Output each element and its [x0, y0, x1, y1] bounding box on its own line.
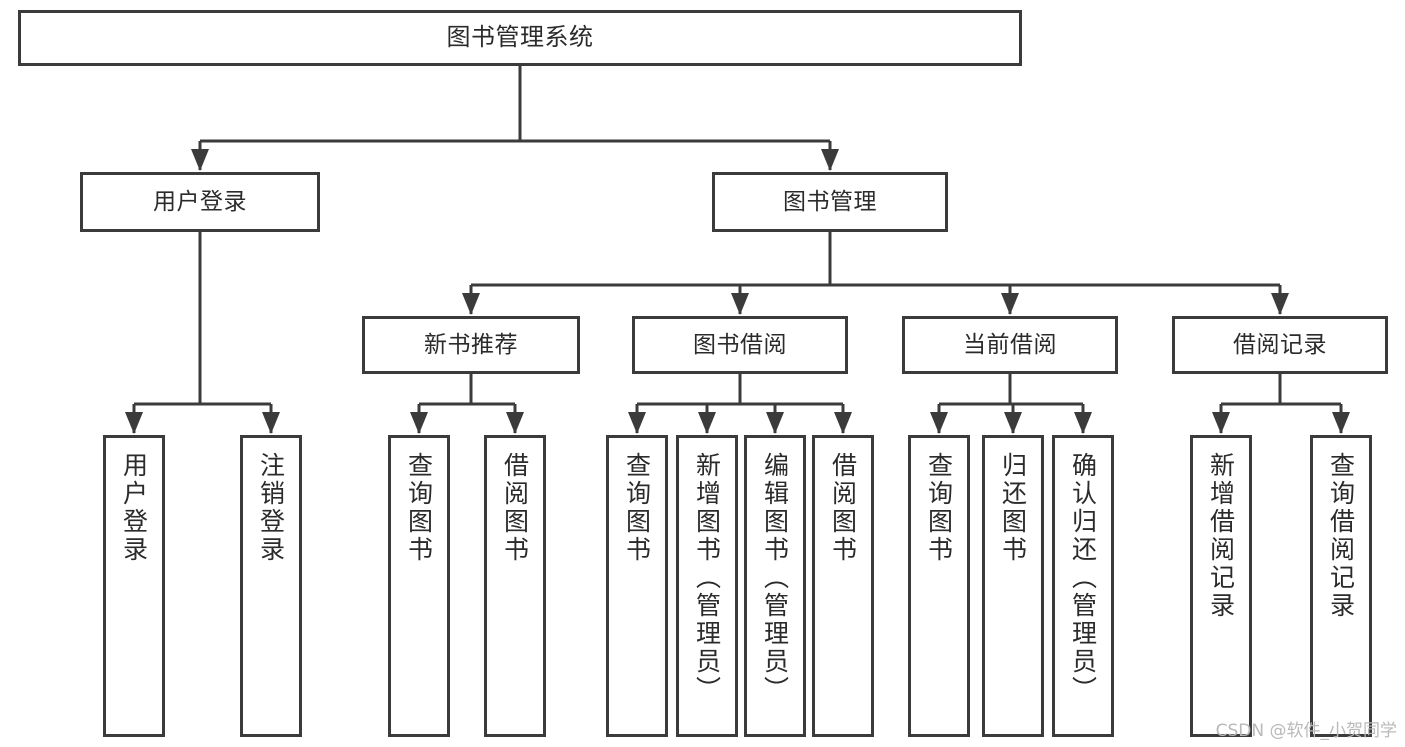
leaf-return-book[interactable]: 归还图书: [982, 435, 1044, 737]
leaf-borrow-book-1[interactable]: 借阅图书: [484, 435, 546, 737]
leaf-add-borrow-record-label: 新增借阅记录: [1206, 452, 1236, 620]
leaf-query-book-2[interactable]: 查询图书: [606, 435, 668, 737]
leaf-add-borrow-record[interactable]: 新增借阅记录: [1190, 435, 1252, 737]
leaf-query-book-1[interactable]: 查询图书: [388, 435, 450, 737]
leaf-borrow-book-2[interactable]: 借阅图书: [812, 435, 874, 737]
node-book-borrow[interactable]: 图书借阅: [632, 316, 848, 374]
leaf-logout[interactable]: 注销登录: [240, 435, 302, 737]
leaf-query-book-2-label: 查询图书: [622, 452, 652, 564]
leaf-query-borrow-record-label: 查询借阅记录: [1326, 452, 1356, 620]
leaf-add-book-admin[interactable]: 新增图书（管理员）: [676, 435, 738, 737]
node-book-management-label: 图书管理: [783, 188, 877, 215]
node-user-login[interactable]: 用户登录: [80, 172, 320, 232]
node-borrow-record[interactable]: 借阅记录: [1172, 316, 1388, 374]
leaf-edit-book-admin-label: 编辑图书（管理员）: [760, 452, 790, 704]
node-book-management[interactable]: 图书管理: [712, 172, 948, 232]
node-new-book-recommend[interactable]: 新书推荐: [362, 316, 580, 374]
leaf-user-login-label: 用户登录: [119, 452, 149, 564]
leaf-edit-book-admin[interactable]: 编辑图书（管理员）: [744, 435, 806, 737]
leaf-add-book-admin-label: 新增图书（管理员）: [692, 452, 722, 704]
leaf-query-book-1-label: 查询图书: [404, 452, 434, 564]
node-current-borrow-label: 当前借阅: [963, 331, 1057, 358]
leaf-user-login[interactable]: 用户登录: [103, 435, 165, 737]
leaf-borrow-book-2-label: 借阅图书: [828, 452, 858, 564]
watermark: CSDN @软件_小贺同学: [1215, 721, 1397, 741]
node-user-login-label: 用户登录: [153, 188, 247, 215]
node-root-label: 图书管理系统: [446, 23, 594, 52]
leaf-query-borrow-record[interactable]: 查询借阅记录: [1310, 435, 1372, 737]
leaf-confirm-return-admin[interactable]: 确认归还（管理员）: [1052, 435, 1114, 737]
node-borrow-record-label: 借阅记录: [1233, 331, 1327, 358]
node-root[interactable]: 图书管理系统: [18, 10, 1022, 66]
node-new-book-recommend-label: 新书推荐: [424, 331, 518, 358]
leaf-confirm-return-admin-label: 确认归还（管理员）: [1068, 452, 1098, 704]
node-book-borrow-label: 图书借阅: [693, 331, 787, 358]
leaf-borrow-book-1-label: 借阅图书: [500, 452, 530, 564]
leaf-query-book-3[interactable]: 查询图书: [908, 435, 970, 737]
node-current-borrow[interactable]: 当前借阅: [902, 316, 1118, 374]
leaf-query-book-3-label: 查询图书: [924, 452, 954, 564]
leaf-logout-label: 注销登录: [256, 452, 286, 564]
leaf-return-book-label: 归还图书: [998, 452, 1028, 564]
